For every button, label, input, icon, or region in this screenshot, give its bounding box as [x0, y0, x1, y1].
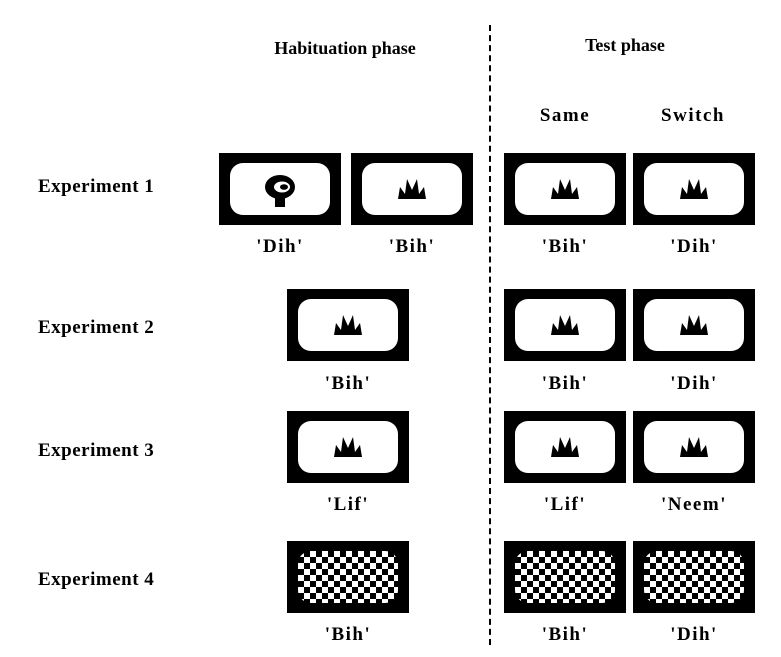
- word-label: 'Bih': [388, 236, 436, 257]
- crown-object-display: [633, 289, 755, 361]
- word-label: 'Bih': [324, 373, 372, 394]
- experiment-4-label: Experiment 4: [38, 569, 155, 590]
- ring-object-display: [219, 153, 341, 225]
- checkerboard-display: [633, 541, 755, 613]
- word-label: 'Dih': [256, 236, 304, 257]
- word-label: 'Neem': [661, 494, 727, 515]
- word-label: 'Dih': [670, 236, 718, 257]
- experiment-2-label: Experiment 2: [38, 317, 155, 338]
- test-phase-header: Test phase: [585, 35, 665, 55]
- experiment-1-label: Experiment 1: [38, 176, 155, 197]
- same-column-header: Same: [539, 105, 591, 126]
- word-label: 'Bih': [541, 373, 589, 394]
- checkerboard-display: [504, 541, 626, 613]
- crown-object-display: [504, 289, 626, 361]
- word-label: 'Bih': [541, 236, 589, 257]
- switch-column-header: Switch: [661, 105, 725, 126]
- crown-object-display: [287, 289, 409, 361]
- crown-object-display: [287, 411, 409, 483]
- word-label: 'Lif': [326, 494, 370, 515]
- word-label: 'Dih': [670, 373, 718, 394]
- word-label: 'Bih': [541, 624, 589, 645]
- habituation-phase-header: Habituation phase: [274, 38, 416, 58]
- word-label: 'Bih': [324, 624, 372, 645]
- checkerboard-display: [287, 541, 409, 613]
- crown-object-display: [504, 153, 626, 225]
- crown-object-display: [633, 411, 755, 483]
- word-label: 'Lif': [543, 494, 587, 515]
- experiment-3-label: Experiment 3: [38, 440, 155, 461]
- crown-object-display: [633, 153, 755, 225]
- word-label: 'Dih': [670, 624, 718, 645]
- crown-object-display: [504, 411, 626, 483]
- phase-divider: [489, 25, 491, 645]
- crown-object-display: [351, 153, 473, 225]
